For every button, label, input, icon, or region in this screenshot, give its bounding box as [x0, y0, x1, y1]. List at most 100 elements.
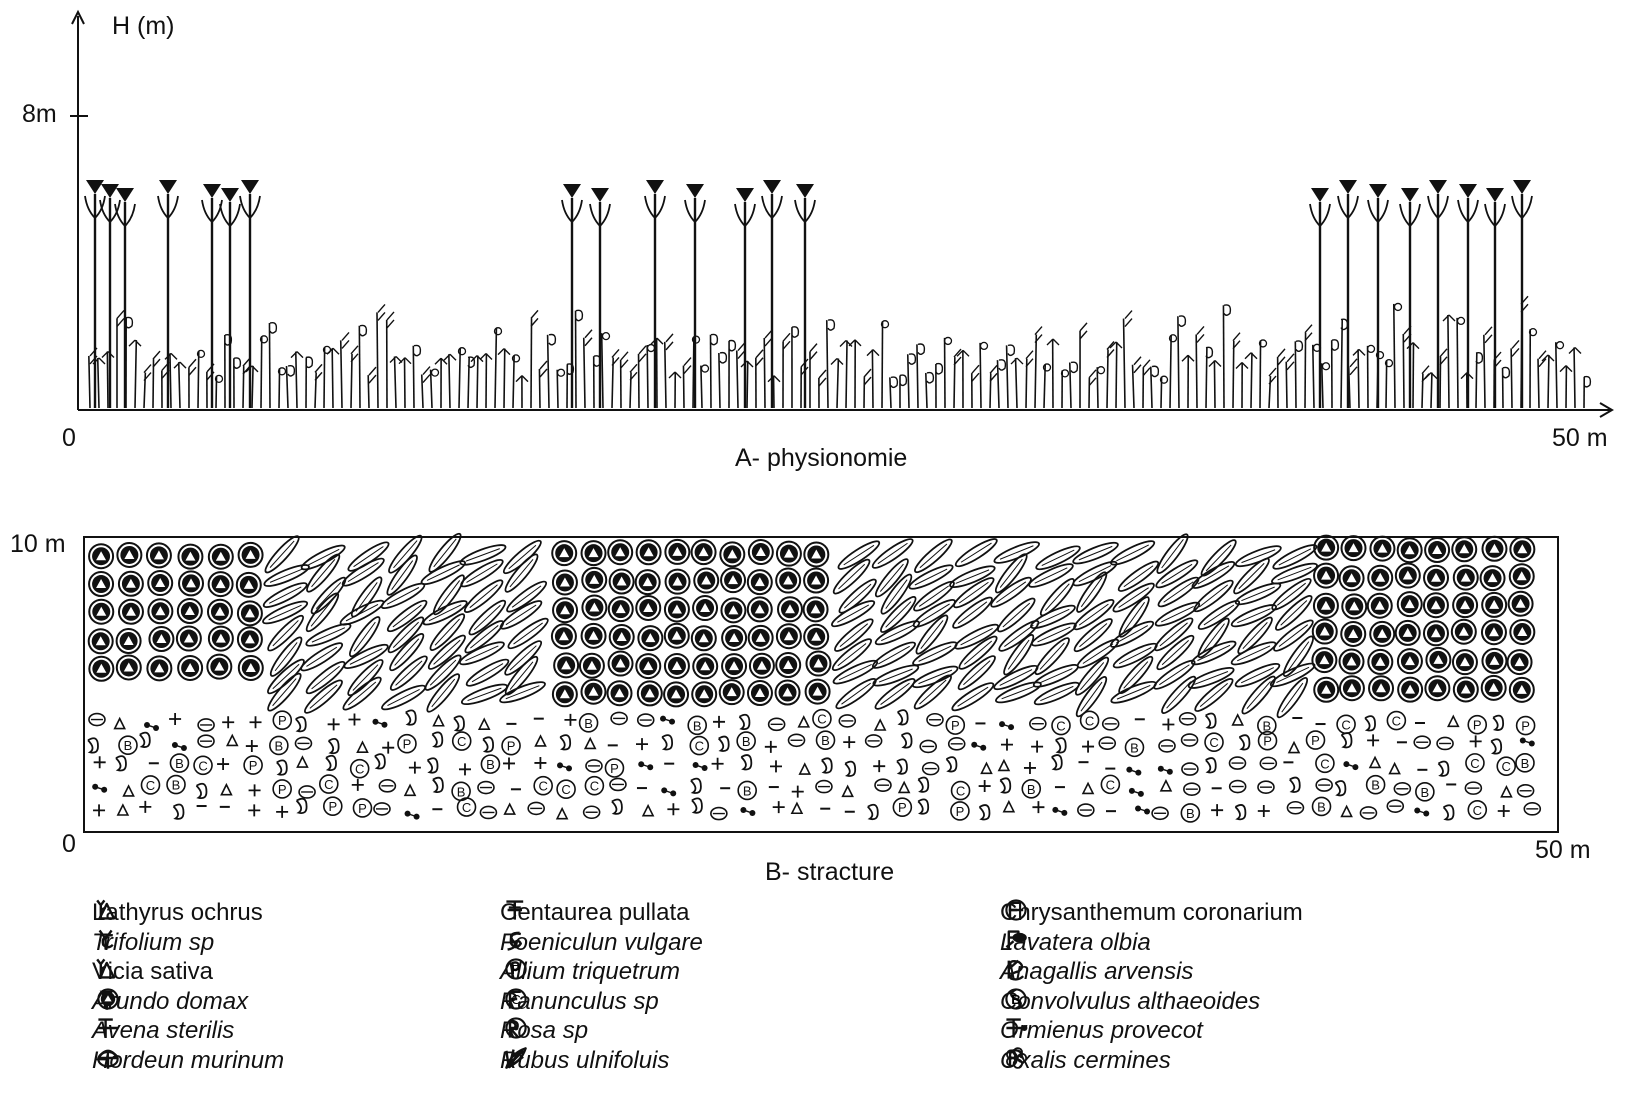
b-caption: B- stracture	[765, 858, 894, 887]
herb-symbol: B	[167, 776, 185, 794]
herb-symbol	[1184, 783, 1200, 795]
svg-text:C: C	[956, 784, 965, 799]
svg-text:B: B	[1027, 782, 1036, 797]
herb-symbol	[927, 714, 943, 726]
legend-entry: Ormienus provecot	[1000, 1016, 1203, 1046]
herb-symbol	[375, 754, 385, 768]
herb-symbol	[1129, 788, 1144, 797]
herb-symbol	[1491, 739, 1501, 753]
herb-symbol: P	[1468, 716, 1486, 734]
rubus-leaf	[380, 682, 428, 713]
reed-clump	[609, 652, 633, 676]
rubus-leaf	[262, 533, 302, 576]
rubus-leaf	[907, 561, 955, 592]
herb-symbol: P	[398, 735, 416, 753]
herb-symbol	[222, 716, 234, 728]
rubus-leaf	[872, 556, 911, 600]
svg-text:P: P	[1521, 719, 1530, 734]
herb-symbol	[89, 714, 105, 726]
herb-symbol: C	[1468, 801, 1486, 819]
svg-text:P: P	[512, 962, 521, 977]
herb-symbol	[875, 720, 885, 730]
dumbbell-icon	[1004, 1016, 1028, 1040]
svg-text:C: C	[817, 712, 826, 727]
herb-symbol: P	[1259, 732, 1277, 750]
reed-clump	[581, 680, 605, 704]
herb-symbol	[1229, 757, 1245, 769]
herb-symbol	[610, 778, 626, 790]
reed-clump	[609, 597, 633, 621]
svg-text:B: B	[1371, 778, 1380, 793]
herb-symbol	[534, 757, 546, 769]
herb-symbol	[1235, 805, 1245, 819]
svg-text:B: B	[1317, 799, 1326, 814]
reed-clump	[1454, 566, 1478, 590]
herb-symbol	[899, 782, 909, 792]
herb-symbol	[1370, 757, 1380, 767]
herb-symbol	[1438, 761, 1448, 775]
herb-symbol	[1099, 737, 1115, 749]
herb-symbol	[1103, 718, 1119, 730]
herb-symbol: P	[1307, 731, 1325, 749]
herb-symbol	[295, 737, 311, 749]
rubus-leaf	[308, 574, 349, 617]
herb-symbol	[1004, 802, 1014, 812]
reed-clump	[1452, 620, 1476, 644]
rubus-leaf	[1198, 537, 1239, 579]
key-blob-icon	[1004, 928, 1028, 952]
herb-symbol	[198, 735, 214, 747]
herb-symbol	[557, 762, 572, 771]
reed-clump	[720, 680, 744, 704]
herb-symbol	[1501, 787, 1511, 797]
reed-clump	[693, 654, 717, 678]
herb-symbol	[379, 780, 395, 792]
reed-clump	[776, 569, 800, 593]
herb-symbol	[1052, 755, 1062, 769]
herb-symbol	[297, 757, 307, 767]
legend-entry: Allium triquetrumP	[500, 957, 680, 987]
reed-clump	[207, 655, 231, 679]
reed-clump	[1482, 676, 1506, 700]
herb-symbol	[505, 804, 515, 814]
herb-symbol	[719, 737, 729, 751]
herb-symbol	[1239, 735, 1249, 749]
b-x-start-label: 0	[62, 830, 76, 859]
herb-symbol	[713, 716, 725, 728]
reed-clump	[1368, 594, 1392, 618]
dash-icon	[96, 1016, 120, 1040]
svg-text:C: C	[1056, 719, 1065, 734]
herb-symbol: P	[353, 799, 371, 817]
reed-clump	[208, 600, 232, 624]
reed-clump	[1398, 538, 1422, 562]
svg-text:C: C	[590, 779, 599, 794]
herb-symbol	[843, 736, 855, 748]
reed-clump	[89, 600, 113, 624]
herb-symbol: C	[1316, 754, 1334, 772]
rubus-leaf	[833, 675, 878, 712]
reed-clump	[237, 573, 261, 597]
svg-text:P: P	[328, 799, 337, 814]
herb-symbol	[326, 756, 336, 770]
herb-symbol	[739, 715, 749, 729]
reed-clump	[636, 596, 660, 620]
herb-symbol	[1056, 738, 1066, 752]
reed-clump	[1314, 594, 1338, 618]
reed-clump	[552, 624, 576, 648]
herb-symbol	[612, 799, 622, 813]
herb-symbol	[1342, 733, 1352, 747]
herb-symbol: C	[1101, 775, 1119, 793]
reed-clump	[119, 572, 143, 596]
reed-clump	[693, 596, 717, 620]
reed-clump	[776, 681, 800, 705]
reed-clump	[1342, 594, 1366, 618]
herb-symbol: P	[502, 737, 520, 755]
rubus-leaf	[422, 652, 464, 693]
herb-symbol	[740, 807, 755, 816]
herb-symbol	[115, 719, 125, 729]
herb-symbol	[409, 762, 421, 774]
rubus-leaf	[1190, 638, 1238, 668]
reed-clump	[804, 625, 828, 649]
herb-symbol: B	[688, 716, 706, 734]
reed-clump	[778, 597, 802, 621]
svg-text:P: P	[1473, 718, 1482, 733]
